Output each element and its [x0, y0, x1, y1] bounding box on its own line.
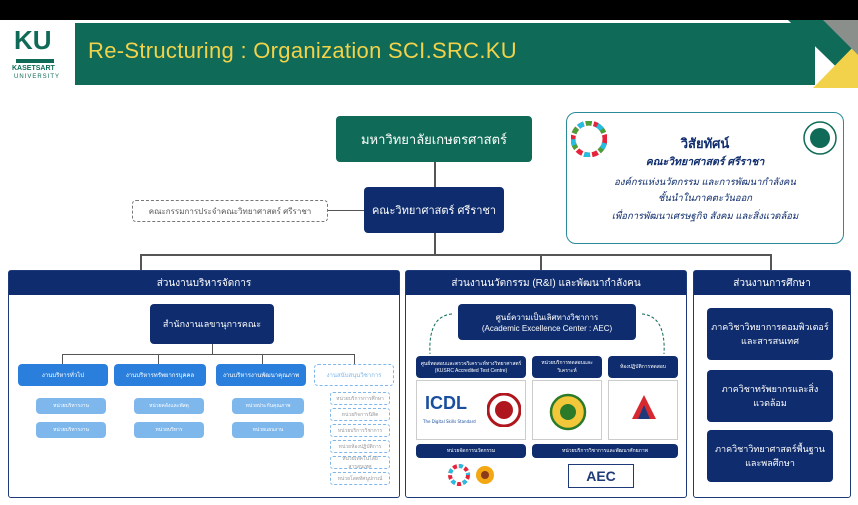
lab-emblem-icon	[632, 395, 656, 419]
aec-line-1: ศูนย์ความเป็นเลิศทางวิชาการ	[495, 313, 599, 322]
admin-header: ส่วนงานบริหารจัดการ	[9, 271, 399, 295]
corner-decoration	[788, 20, 858, 88]
connector	[140, 254, 142, 270]
research-header: ส่วนงานนวัตกรรม (R&I) และพัฒนากำลังคน	[406, 271, 686, 295]
admin-subunit: หน่วยคลังและพัสดุ	[134, 398, 204, 414]
logo-bar	[16, 59, 54, 63]
cycle-arrow-left-icon	[429, 313, 453, 355]
icdl-logo-box: ICDL The Digital Skills Standard	[416, 380, 526, 440]
admin-subunit: หน่วยประกันคุณภาพ	[232, 398, 304, 414]
partner-logo-icon	[476, 466, 494, 484]
vision-card: วิสัยทัศน์ คณะวิทยาศาสตร์ ศรีราชา องค์กร…	[566, 112, 844, 244]
cycle-arrow-right-icon	[641, 313, 665, 355]
slide: KU KASETSART UNIVERSITY Re-Structuring :…	[0, 20, 858, 505]
connector	[354, 354, 355, 364]
department-box: ภาควิชาทรัพยากรและสิ่งแวดล้อม	[707, 370, 833, 422]
research-unit: ศูนย์ทดสอบและตรวจวิเคราะห์ทางวิทยาศาสตร์…	[416, 356, 526, 378]
connector	[62, 354, 354, 355]
admin-dashed-item: หน่วยห้องปฏิบัติการ	[330, 440, 390, 453]
admin-unit: งานบริหารงานพัฒนาคุณภาพ	[216, 364, 306, 386]
admin-subunit: หน่วยบริหารงาน	[36, 398, 106, 414]
admin-unit: งานบริหารทรัพยากรบุคคล	[114, 364, 206, 386]
logo-text: KU	[14, 25, 52, 55]
admin-unit: งานบริหารทั่วไป	[18, 364, 108, 386]
aec-line-2: (Academic Excellence Center : AEC)	[481, 324, 613, 333]
faculty-box: คณะวิทยาศาสตร์ ศรีราชา	[364, 187, 504, 233]
header: KU KASETSART UNIVERSITY Re-Structuring :…	[0, 20, 858, 90]
page-title: Re-Structuring : Organization SCI.SRC.KU	[88, 38, 517, 63]
admin-subunit: หน่วยแผนงาน	[232, 422, 304, 438]
department-box: ภาควิชาวิทยาศาสตร์พื้นฐานและพลศึกษา	[707, 430, 833, 482]
admin-dashed-item: หน่วยเทคโนโลยีสารสนเทศ	[330, 456, 390, 470]
admin-subunit: หน่วยบริหาร	[134, 422, 204, 438]
vision-line: องค์กรแห่งนวัตกรรม และการพัฒนากำลังคน	[614, 177, 796, 188]
icdl-logo-sub: The Digital Skills Standard	[423, 419, 476, 424]
connector	[212, 344, 213, 354]
aec-logo: AEC	[568, 464, 634, 488]
connector	[540, 254, 542, 270]
ku-seal-icon	[803, 121, 837, 155]
admin-dashed-item: หน่วยบริการวิชาการ	[330, 424, 390, 437]
title-banner	[75, 23, 815, 85]
committee-box: คณะกรรมการประจำคณะวิทยาศาสตร์ ศรีราชา	[132, 200, 328, 222]
connector	[434, 233, 436, 255]
sdg-wheel-icon	[571, 121, 607, 157]
admin-dashed-item: หน่วยโสตทัศนูปกรณ์	[330, 472, 390, 485]
admin-unit-dashed: งานสนับสนุนวิชาการ	[314, 364, 394, 386]
vision-line: เพื่อการพัฒนาเศรษฐกิจ สังคม และสิ่งแวดล้…	[611, 211, 799, 222]
connector	[140, 254, 770, 256]
research-unit: ห้องปฏิบัติการทดสอบ	[608, 356, 678, 378]
education-header: ส่วนงานการศึกษา	[694, 271, 850, 295]
connector	[770, 254, 772, 270]
department-box: ภาควิชาวิทยาการคอมพิวเตอร์และสารสนเทศ	[707, 308, 833, 360]
research-bottom-unit: หน่วยจัดการนวัตกรรม	[416, 444, 526, 458]
admin-subunit: หน่วยบริหารงาน	[36, 422, 106, 438]
aec-center-box: ศูนย์ความเป็นเลิศทางวิชาการ (Academic Ex…	[458, 304, 636, 340]
connector	[434, 162, 436, 190]
logo-sub: UNIVERSITY	[14, 74, 61, 80]
lab-logo-box	[608, 380, 678, 440]
admin-dashed-item: หน่วยบริการการศึกษา	[330, 392, 390, 405]
vision-title: วิสัยทัศน์	[680, 136, 730, 151]
research-unit: หน่วยบริการทดสอบและวิเคราะห์	[532, 356, 602, 378]
dept-logo-box	[532, 380, 602, 440]
research-bottom-unit: หน่วยบริการวิชาการและพัฒนาศักยภาพ	[532, 444, 678, 458]
vision-subtitle: คณะวิทยาศาสตร์ ศรีราชา	[645, 156, 765, 168]
sdg-logo-icon	[448, 464, 470, 486]
connector	[328, 210, 364, 211]
ku-logo: KU KASETSART UNIVERSITY	[10, 25, 70, 85]
connector	[158, 354, 159, 364]
admin-dashed-item: หน่วยกิจการนิสิต	[330, 408, 390, 421]
logo-name: KASETSART	[12, 65, 55, 72]
department-seal-icon	[549, 393, 587, 431]
connector	[62, 354, 63, 364]
university-box: มหาวิทยาลัยเกษตรศาสตร์	[336, 116, 532, 162]
secretary-office-box: สำนักงานเลขานุการคณะ	[150, 304, 274, 344]
icdl-logo-text: ICDL	[425, 393, 467, 413]
connector	[262, 354, 263, 364]
vision-line: ชั้นนำในภาคตะวันออก	[657, 193, 753, 204]
test-centre-badge-icon	[487, 393, 521, 427]
